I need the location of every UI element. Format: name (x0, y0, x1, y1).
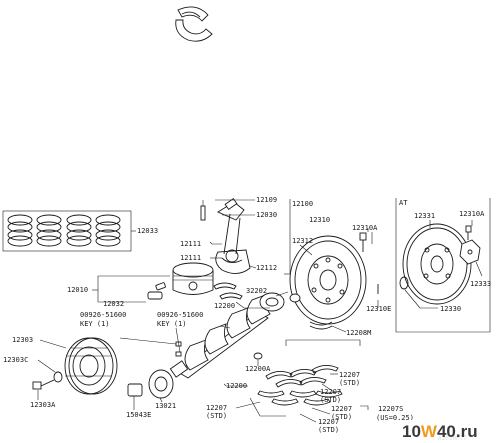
label-12100: 12100 (292, 200, 313, 208)
label-std-e: (STD) (318, 426, 339, 434)
label-15043E: 15043E (126, 411, 151, 419)
label-12207-c: 12207 (331, 405, 352, 413)
flywheel (289, 235, 367, 325)
pulley-washer (53, 371, 63, 383)
watermark-logo: 10W40.ru (398, 420, 494, 441)
label-13021: 13021 (155, 402, 176, 410)
label-12310E: 12310E (366, 305, 391, 313)
label-12109: 12109 (256, 196, 277, 204)
ring-set-2 (36, 214, 62, 247)
label-key-1-qty: KEY (1) (80, 320, 110, 328)
label-12111-a: 12111 (180, 240, 201, 248)
label-12310A-b: 12310A (459, 210, 485, 218)
label-12200A: 12200A (245, 365, 271, 373)
reinforcement-plate (459, 239, 481, 265)
flywheel-bolt (359, 232, 367, 252)
at-inset (395, 198, 491, 333)
pilot-bushing (289, 293, 301, 303)
label-key-2: 00926-51600 (157, 311, 203, 319)
ring-set-1 (7, 214, 33, 247)
label-12312: 12312 (292, 237, 313, 245)
label-12331: 12331 (414, 212, 435, 220)
label-12303A: 12303A (30, 401, 56, 409)
label-12207-e: 12207 (318, 418, 339, 426)
label-12207S: 12207S (378, 405, 403, 413)
piston (172, 262, 214, 295)
label-12207-d: 12207 (206, 404, 227, 412)
label-12310: 12310 (309, 216, 330, 224)
label-12200-b: 12200 (226, 382, 247, 390)
label-12207-a: 12207 (339, 371, 360, 379)
label-12207-b: 12207 (320, 388, 341, 396)
label-12030: 12030 (256, 211, 277, 219)
ring-set-4 (95, 214, 121, 247)
connecting-rod (200, 198, 251, 274)
label-key-2-qty: KEY (1) (157, 320, 187, 328)
label-key-1: 00926-51600 (80, 311, 126, 319)
drive-plate (402, 223, 472, 305)
crankshaft (169, 292, 285, 379)
label-32202: 32202 (246, 287, 267, 295)
label-12208M: 12208M (346, 329, 371, 337)
piston-ring-sets (2, 210, 136, 252)
label-12200: 12200 (214, 302, 235, 310)
label-std-a: (STD) (339, 379, 360, 387)
thrust-washer (253, 352, 263, 360)
watermark-brand: 10W40.ru (402, 422, 478, 441)
label-std-c: (STD) (331, 413, 352, 421)
ring-set-3 (66, 214, 92, 247)
crank-pulley (64, 337, 118, 395)
label-12032: 12032 (103, 300, 124, 308)
rod-bearing-shells (213, 282, 243, 300)
label-us-note: (US=0.25) (376, 414, 414, 422)
label-std-d: (STD) (206, 412, 227, 420)
label-12310A: 12310A (352, 224, 378, 232)
pulley-bolt (32, 379, 55, 390)
label-12111-b: 12111 (180, 254, 201, 262)
piston-pin (147, 282, 166, 300)
label-std-b: (STD) (320, 396, 341, 404)
main-bearings (235, 339, 369, 423)
crank-sprocket (148, 369, 174, 399)
label-12303: 12303 (12, 336, 33, 344)
label-12303C: 12303C (3, 356, 28, 364)
label-at: AT (399, 199, 408, 207)
label-12010: 12010 (67, 286, 88, 294)
label-12330: 12330 (440, 305, 461, 313)
label-12033: 12033 (137, 227, 158, 235)
label-12112: 12112 (256, 264, 277, 272)
label-12333: 12333 (470, 280, 491, 288)
drive-plate-bolt (465, 225, 472, 240)
rear-oil-seal (309, 321, 333, 330)
bearing-shell-icon (175, 6, 213, 42)
spacer (127, 383, 143, 397)
